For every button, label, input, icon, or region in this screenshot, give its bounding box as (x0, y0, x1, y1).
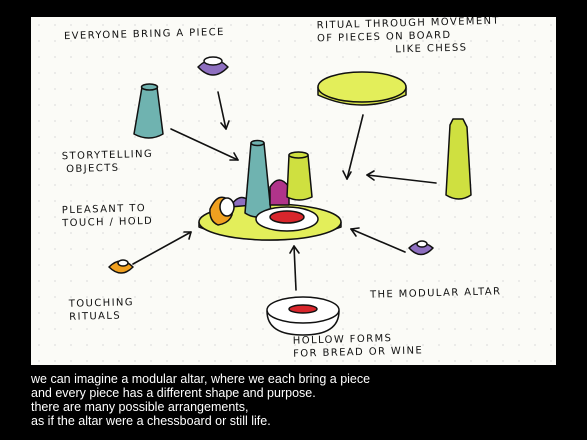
sketch-paper: EVERYONE BRING A PIECE RITUAL THROUGH MO… (31, 17, 556, 365)
central-altar (198, 139, 342, 241)
modular-altar-sketch (108, 56, 472, 336)
label-storytelling-objects: STORYTELLING OBJECTS (61, 148, 154, 176)
small-purple-bowl-piece (408, 240, 434, 256)
caption-line: as if the altar were a chessboard or sti… (31, 414, 271, 428)
slide-caption: we can imagine a modular altar, where we… (31, 372, 561, 428)
caption-line: there are many possible arrangements, (31, 400, 249, 414)
orange-bowl-piece (108, 259, 134, 274)
caption-line: we can imagine a modular altar, where we… (31, 372, 371, 386)
teal-vase-piece (133, 83, 164, 139)
label-ritual-through-movement: RITUAL THROUGH MOVEMENT OF PIECES ON BOA… (316, 17, 501, 56)
label-touching-rituals: TOUCHING RITUALS (68, 297, 135, 323)
purple-bowl-piece (197, 56, 229, 76)
caption-line: and every piece has a different shape an… (31, 386, 316, 400)
label-pleasant-to-touch: PLEASANT TO TOUCH / HOLD (61, 202, 154, 230)
annotation-arrows (132, 91, 437, 291)
hollow-dish-piece (266, 296, 340, 336)
label-hollow-forms: HOLLOW FORMS FOR BREAD OR WINE (292, 333, 424, 360)
yellow-disc-piece (317, 71, 407, 106)
lime-cone-piece (445, 118, 472, 200)
